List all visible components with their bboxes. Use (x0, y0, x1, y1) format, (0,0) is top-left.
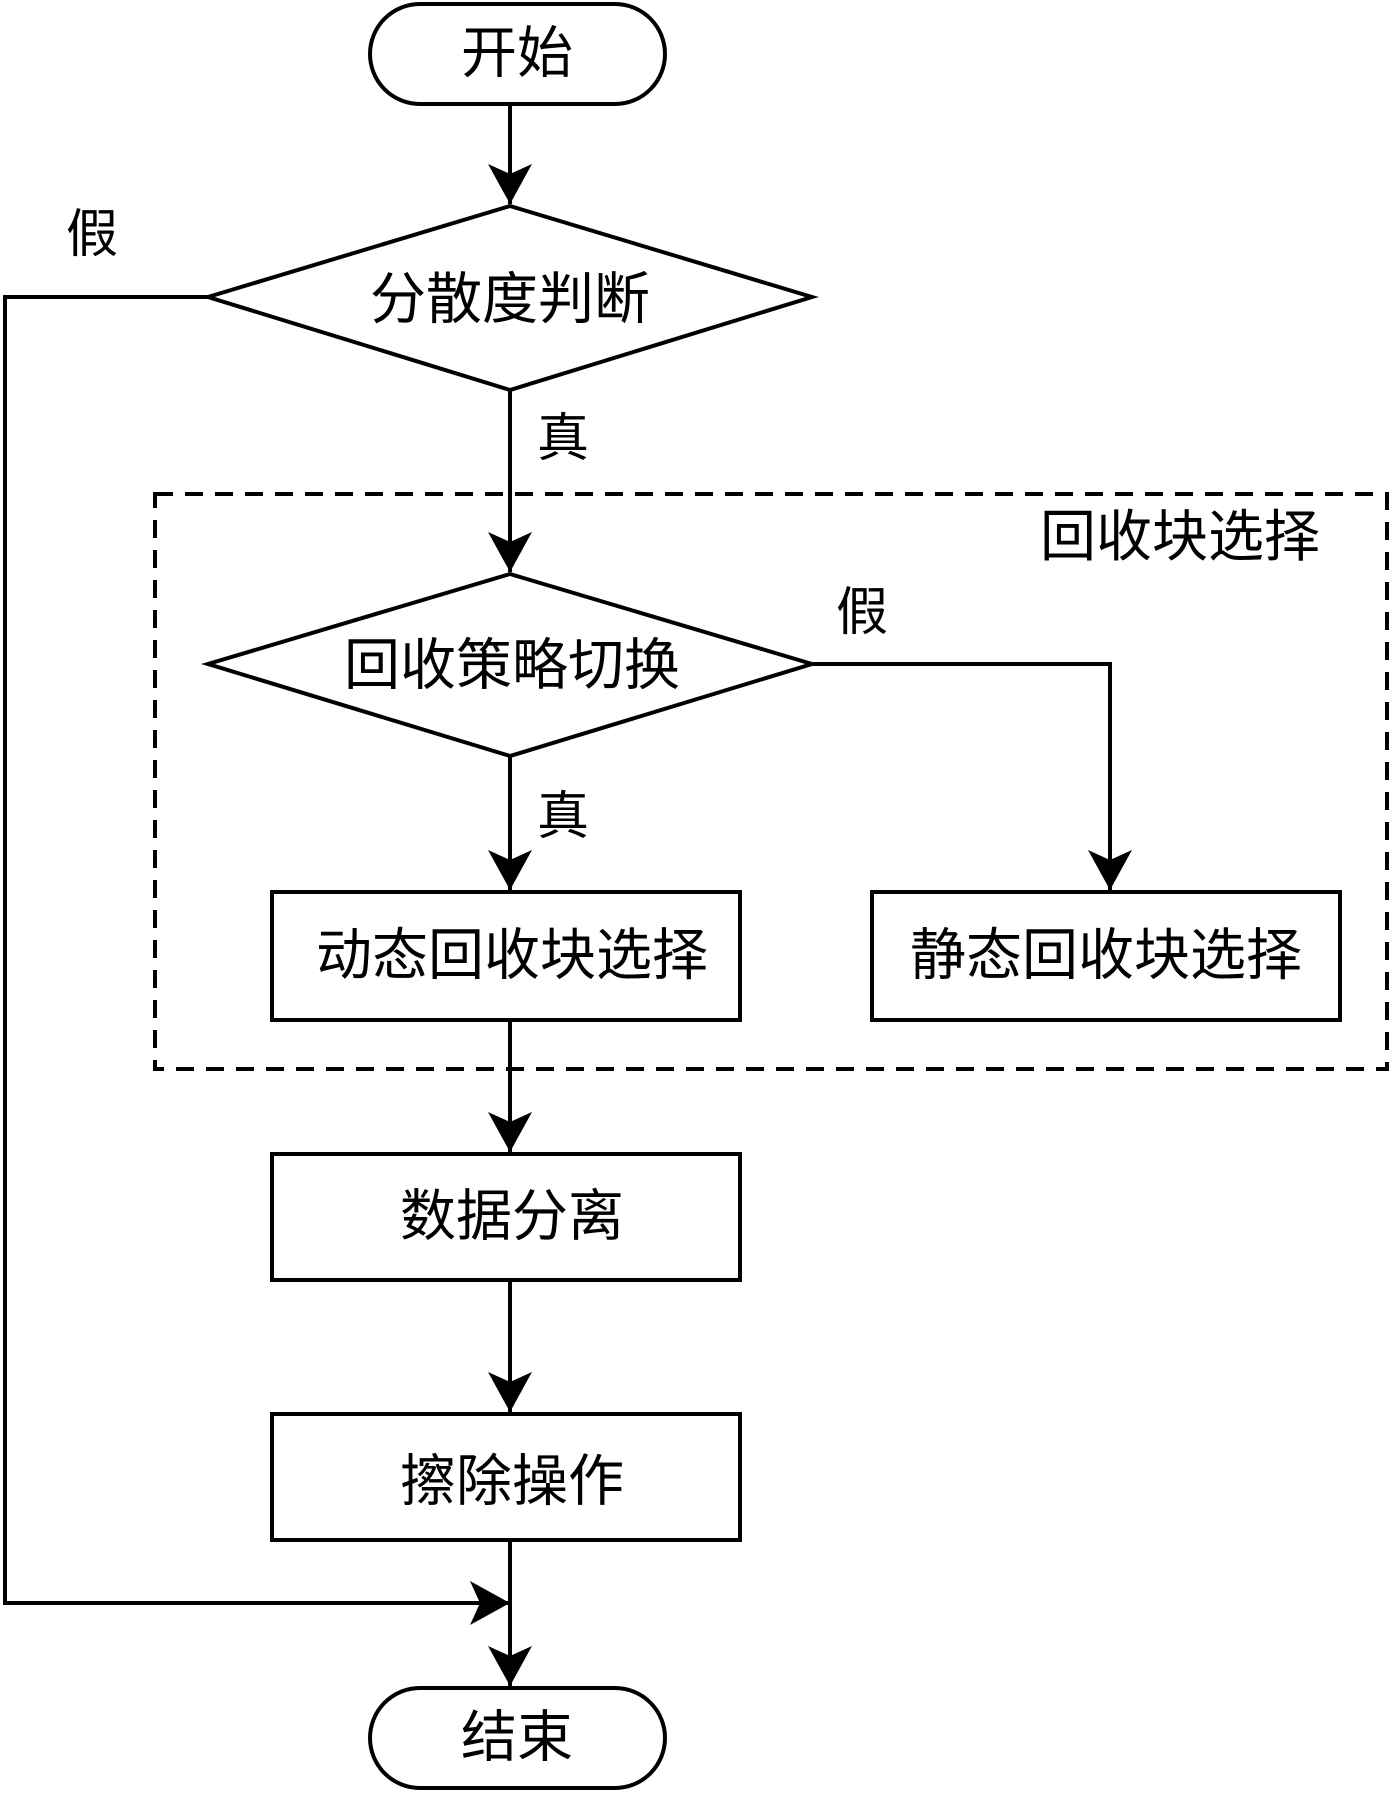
end-terminal (368, 1686, 667, 1790)
erase-process (270, 1412, 742, 1542)
erase-label: 擦除操作 (400, 1450, 624, 1515)
edge-dispersion-false (3, 295, 510, 1625)
static-select-process (870, 890, 1342, 1022)
dispersion-check-label: 分散度判断 (370, 268, 650, 333)
dynamic-select-process (270, 890, 742, 1022)
end-label: 结束 (461, 1706, 573, 1771)
start-terminal (368, 2, 667, 106)
data-separation-process (270, 1152, 742, 1282)
switch-true-label: 真 (537, 787, 589, 847)
group-label: 回收块选择 (1040, 505, 1320, 570)
dynamic-select-label: 动态回收块选择 (316, 924, 708, 989)
data-separation-label: 数据分离 (400, 1185, 624, 1250)
dispersion-true-label: 真 (537, 409, 589, 469)
static-select-label: 静态回收块选择 (910, 924, 1302, 989)
strategy-switch-decision (201, 571, 819, 759)
edge-switch-false (812, 662, 1132, 890)
recycle-block-selection-group (153, 492, 1389, 1071)
switch-false-label: 假 (836, 583, 888, 643)
dispersion-false-label: 假 (66, 205, 118, 265)
dispersion-check-decision (201, 203, 819, 393)
strategy-switch-label: 回收策略切换 (344, 634, 680, 699)
start-label: 开始 (461, 22, 573, 87)
